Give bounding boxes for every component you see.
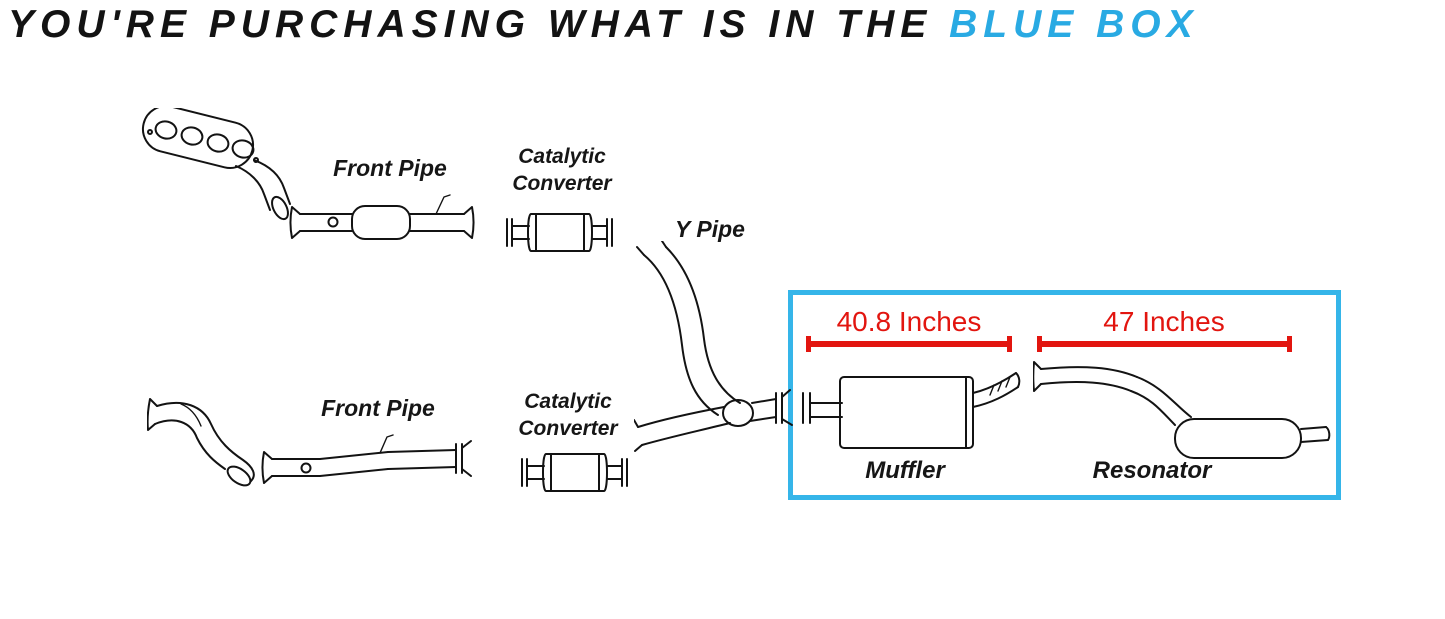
title-prefix: YOU'RE PURCHASING WHAT IS IN THE	[8, 3, 950, 46]
title-highlight: BLUE BOX	[949, 3, 1199, 46]
exhaust-manifold-top-drawing	[132, 108, 297, 228]
resonator-art	[1033, 362, 1329, 458]
resonator-measurement-line	[1037, 336, 1292, 352]
catalytic-converter-top-art	[507, 214, 612, 251]
catalytic-converter-bottom-art	[522, 454, 627, 491]
catalytic-converter-top-drawing	[501, 206, 619, 259]
catalytic-converter-top-label: Catalytic Converter	[512, 145, 612, 195]
blue-box	[788, 290, 1341, 500]
resonator-label: Resonator	[1092, 457, 1212, 484]
muffler-label: Muffler	[865, 457, 945, 484]
muffler-measurement-text: 40.8 Inches	[836, 306, 982, 337]
front-pipe-bottom-drawing	[260, 433, 485, 497]
front-pipe-top-drawing	[288, 192, 486, 252]
front-pipe-bottom-label: Front Pipe	[321, 395, 435, 421]
resonator-measurement-text: 47 Inches	[1103, 306, 1225, 337]
front-pipe-top-art	[291, 195, 474, 239]
y-pipe-label: Y Pipe	[675, 216, 745, 242]
muffler-measurement-line	[806, 336, 1012, 352]
muffler-drawing	[794, 365, 1022, 453]
catalytic-converter-bottom-drawing	[516, 446, 634, 499]
y-pipe-art	[634, 241, 792, 451]
muffler-art	[803, 373, 1019, 448]
manifold-top-art	[138, 108, 291, 222]
resonator-drawing	[1033, 353, 1333, 463]
page-title: YOU'RE PURCHASING WHAT IS IN THE BLUE BO…	[8, 0, 1445, 50]
front-pipe-top-label: Front Pipe	[333, 155, 447, 181]
front-pipe-bottom-art	[263, 435, 472, 483]
manifold-bottom-art	[148, 399, 254, 488]
y-pipe-drawing	[634, 241, 799, 459]
catalytic-converter-bottom-label: Catalytic Converter	[518, 390, 618, 440]
exhaust-manifold-bottom-drawing	[147, 396, 265, 488]
